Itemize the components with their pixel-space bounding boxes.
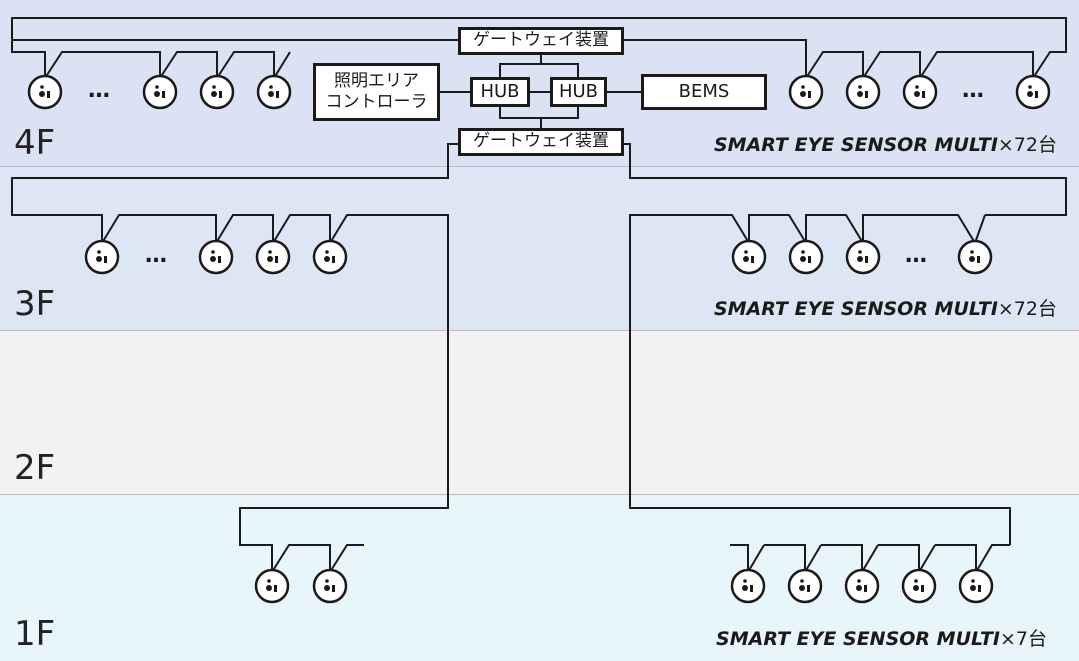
gateway-device-bottom: ゲートウェイ装置 [458, 128, 624, 156]
sensor-icon [142, 74, 178, 110]
sensor-icon [254, 568, 290, 604]
sensor-icon [787, 568, 823, 604]
sensor-icon [255, 239, 291, 275]
controller-label-line1: 照明エリア [334, 70, 419, 91]
floor-label-1f: 1F [14, 614, 56, 654]
sensor-icon [731, 239, 767, 275]
sensor-icon [199, 74, 235, 110]
hub-left: HUB [470, 77, 530, 107]
sensor-icon [902, 74, 938, 110]
sensor-icon [84, 239, 120, 275]
hub-right: HUB [550, 77, 607, 107]
ellipsis-4f-left: … [88, 78, 116, 103]
sensor-icon [788, 239, 824, 275]
sensor-icon [957, 239, 993, 275]
sensor-icon [198, 239, 234, 275]
ellipsis-3f-right: … [905, 243, 933, 268]
sensor-icon [312, 239, 348, 275]
sensor-icon [27, 74, 63, 110]
sensor-icon [730, 568, 766, 604]
sensor-icon [845, 74, 881, 110]
sensor-qty-3f: ×72台 [997, 298, 1057, 320]
bems-box: BEMS [641, 74, 767, 110]
sensor-icon [845, 239, 881, 275]
sensor-icon [788, 74, 824, 110]
sensor-icon [844, 568, 880, 604]
floor-label-2f: 2F [14, 448, 56, 488]
ellipsis-4f-right: … [962, 78, 990, 103]
lighting-area-controller: 照明エリア コントローラ [313, 63, 440, 121]
sensor-count-4f: SMART EYE SENSOR MULTI×72台 [714, 130, 1057, 157]
sensor-icon [256, 74, 292, 110]
floor-1f-band [0, 495, 1079, 661]
sensor-name-3f: SMART EYE SENSOR MULTI [713, 298, 998, 320]
sensor-icon [901, 568, 937, 604]
sensor-qty-1f: ×7台 [999, 628, 1047, 650]
ellipsis-3f-left: … [145, 243, 173, 268]
sensor-qty-4f: ×72台 [997, 134, 1057, 156]
sensor-count-3f: SMART EYE SENSOR MULTI×72台 [714, 294, 1057, 321]
sensor-icon [1015, 74, 1051, 110]
sensor-name-1f: SMART EYE SENSOR MULTI [716, 628, 1000, 650]
sensor-count-1f: SMART EYE SENSOR MULTI×7台 [716, 624, 1047, 651]
floor-3f-band [0, 167, 1079, 331]
sensor-name-4f: SMART EYE SENSOR MULTI [713, 134, 998, 156]
floor-label-3f: 3F [14, 284, 56, 324]
sensor-icon [958, 568, 994, 604]
sensor-icon [312, 568, 348, 604]
gateway-device-top: ゲートウェイ装置 [458, 27, 624, 55]
controller-label-line2: コントローラ [325, 92, 428, 112]
floor-label-4f: 4F [14, 123, 56, 163]
floor-2f-band [0, 331, 1079, 495]
